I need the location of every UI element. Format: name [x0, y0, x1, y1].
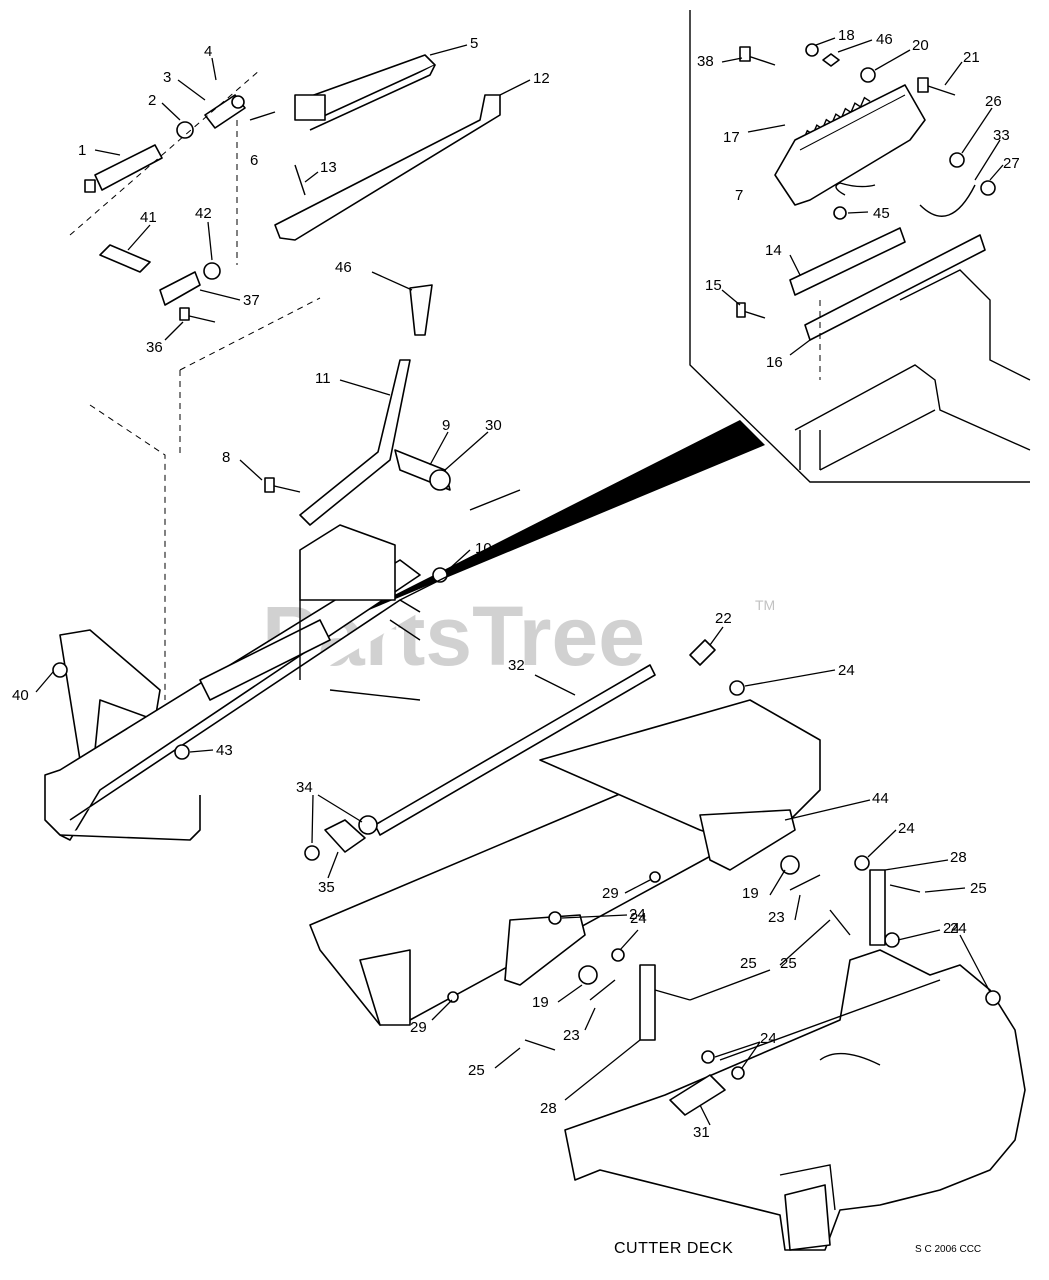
- callout-24e: 24: [943, 920, 960, 937]
- callout-33: 33: [993, 127, 1010, 144]
- copyright-notice: S C 2006 CCC: [915, 1244, 981, 1255]
- deck-lift-lever: [264, 284, 451, 583]
- callout-42: 42: [195, 205, 212, 222]
- callout-13: 13: [320, 159, 337, 176]
- callout-24f: 24: [950, 920, 967, 937]
- callout-24b: 24: [898, 820, 915, 837]
- callout-28a: 28: [950, 849, 967, 866]
- callout-29a: 29: [602, 885, 619, 902]
- callout-24c: 24: [629, 906, 646, 923]
- callout-28b: 28: [540, 1100, 557, 1117]
- callout-29b: 29: [410, 1019, 427, 1036]
- callout-2: 2: [148, 92, 156, 109]
- callout-40: 40: [12, 687, 29, 704]
- callout-27: 27: [1003, 155, 1020, 172]
- callout-22: 22: [715, 610, 732, 627]
- callout-44: 44: [872, 790, 889, 807]
- callout-6: 6: [250, 152, 258, 169]
- callout-4: 4: [204, 43, 212, 60]
- callout-16: 16: [766, 354, 783, 371]
- callout-46a: 46: [335, 259, 352, 276]
- callout-24g: 24: [760, 1030, 777, 1047]
- callout-36: 36: [146, 339, 163, 356]
- callout-34: 34: [296, 779, 313, 796]
- callout-5: 5: [470, 35, 478, 52]
- callout-38: 38: [697, 53, 714, 70]
- callout-26: 26: [985, 93, 1002, 110]
- callouts: 1 2 3 4 5 6 7 8 9 10 11 12 13 14 15 16 1…: [12, 27, 1020, 1141]
- callout-21: 21: [963, 49, 980, 66]
- linkage-parts: [69, 54, 501, 700]
- callout-10: 10: [475, 540, 492, 557]
- callout-24d: 24: [630, 910, 647, 927]
- callout-8: 8: [222, 449, 230, 466]
- lower-frame: [309, 699, 921, 1051]
- callout-9: 9: [442, 417, 450, 434]
- watermark-trademark: TM: [755, 597, 775, 613]
- callout-25b: 25: [780, 955, 797, 972]
- callout-24a: 24: [838, 662, 855, 679]
- callout-19b: 19: [532, 994, 549, 1011]
- callout-15: 15: [705, 277, 722, 294]
- callout-18: 18: [838, 27, 855, 44]
- callout-37: 37: [243, 292, 260, 309]
- inset-detail: [689, 10, 1031, 483]
- diagram-caption: CUTTER DECK: [614, 1240, 733, 1257]
- callout-41: 41: [140, 209, 157, 226]
- callout-23a: 23: [768, 909, 785, 926]
- callout-46b: 46: [876, 31, 893, 48]
- cutter-deck: [564, 949, 1026, 1251]
- callout-1: 1: [78, 142, 86, 159]
- callout-43: 43: [216, 742, 233, 759]
- callout-30: 30: [485, 417, 502, 434]
- inset-pointer: [345, 420, 765, 620]
- callout-19a: 19: [742, 885, 759, 902]
- tractor-frame: [44, 489, 521, 841]
- callout-35: 35: [318, 879, 335, 896]
- callout-31: 31: [693, 1124, 710, 1141]
- callout-25a: 25: [970, 880, 987, 897]
- callout-20: 20: [912, 37, 929, 54]
- callout-14: 14: [765, 242, 782, 259]
- callout-25d: 25: [468, 1062, 485, 1079]
- callout-25c: 25: [740, 955, 757, 972]
- callout-11: 11: [315, 370, 331, 387]
- callout-45: 45: [873, 205, 890, 222]
- callout-12: 12: [533, 70, 550, 87]
- callout-32: 32: [508, 657, 525, 674]
- callout-23b: 23: [563, 1027, 580, 1044]
- lift-rod: [304, 639, 745, 861]
- callout-3: 3: [163, 69, 171, 86]
- callout-17: 17: [723, 129, 740, 146]
- callout-7: 7: [735, 187, 743, 204]
